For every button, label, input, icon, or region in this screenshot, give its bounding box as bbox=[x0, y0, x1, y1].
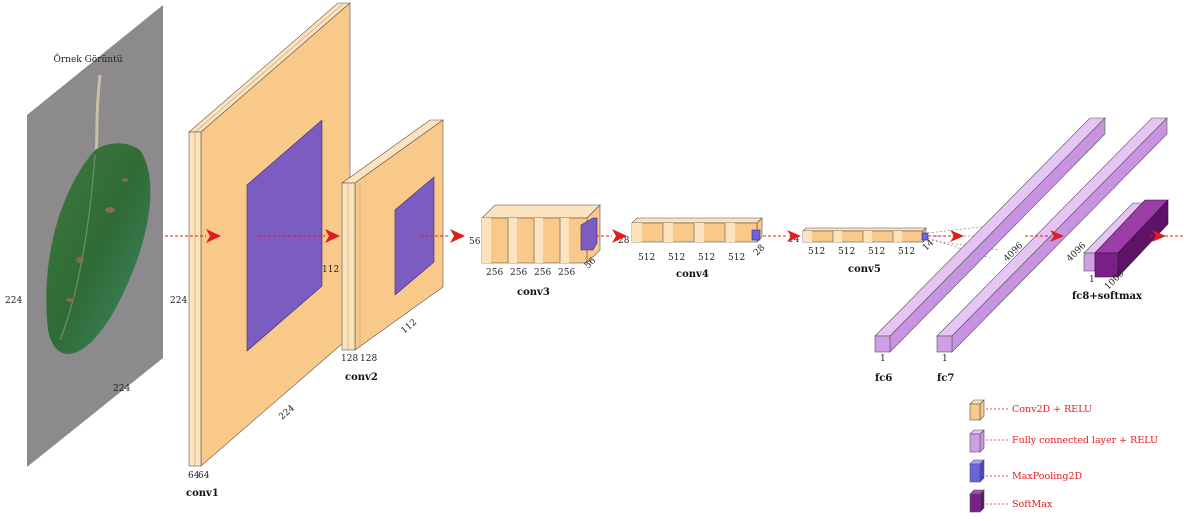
conv1-block bbox=[188, 2, 351, 467]
conv2-height-label: 112 bbox=[322, 265, 339, 275]
conv3-depth-label-2: 256 bbox=[510, 268, 527, 278]
fc8-depth-label: 1 bbox=[1089, 275, 1095, 285]
conv3-height-label: 56 bbox=[469, 237, 481, 247]
legend-conv-label: Conv2D + RELU bbox=[1012, 404, 1092, 415]
conv1-name: conv1 bbox=[186, 488, 219, 499]
legend-conv-item: Conv2D + RELU bbox=[969, 399, 1092, 421]
conv2-name: conv2 bbox=[345, 372, 378, 383]
conv1-depth-label-2: 64 bbox=[198, 471, 210, 481]
fc7-name: fc7 bbox=[937, 373, 954, 384]
legend-fc-item: Fully connected layer + RELU bbox=[969, 429, 1158, 453]
legend-softmax-item: SoftMax bbox=[969, 489, 1053, 513]
legend-pool-label: MaxPooling2D bbox=[1012, 471, 1083, 482]
conv4-width-label: 28 bbox=[752, 243, 767, 258]
conv3-block bbox=[481, 204, 601, 264]
input-image bbox=[27, 5, 163, 467]
conv4-depth-label-1: 512 bbox=[638, 253, 655, 263]
conv4-block bbox=[631, 217, 763, 243]
conv5-depth-label-4: 512 bbox=[898, 247, 915, 257]
conv5-depth-label-1: 512 bbox=[808, 247, 825, 257]
conv2-block bbox=[341, 119, 444, 351]
conv3-depth-label-3: 256 bbox=[534, 268, 551, 278]
connection-lines bbox=[927, 224, 999, 259]
conv1-width-label: 224 bbox=[277, 403, 297, 422]
conv3-name: conv3 bbox=[517, 287, 550, 298]
input-width-label: 224 bbox=[113, 384, 130, 394]
conv3-depth-label-4: 256 bbox=[558, 268, 575, 278]
conv3-depth-label-1: 256 bbox=[486, 268, 503, 278]
conv2-depth-label-1: 128 bbox=[341, 354, 358, 364]
fc6-block bbox=[874, 117, 1106, 353]
conv5-depth-label-3: 512 bbox=[868, 247, 885, 257]
input-height-label: 224 bbox=[5, 296, 22, 306]
fc8-block bbox=[1083, 199, 1169, 278]
conv4-depth-label-2: 512 bbox=[668, 253, 685, 263]
arrow-heads bbox=[206, 229, 1166, 243]
fc6-depth-label: 1 bbox=[880, 354, 886, 364]
conv4-height-label: 28 bbox=[618, 236, 630, 246]
legend-pool-item: MaxPooling2D bbox=[969, 459, 1083, 483]
conv1-height-label: 224 bbox=[170, 296, 187, 306]
fc6-name: fc6 bbox=[875, 373, 892, 384]
conv2-width-label: 112 bbox=[400, 318, 420, 337]
fc8-name: fc8+softmax bbox=[1072, 291, 1143, 302]
conv2-depth-label-2: 128 bbox=[360, 354, 377, 364]
conv4-depth-label-4: 512 bbox=[728, 253, 745, 263]
conv5-block bbox=[802, 227, 929, 243]
legend: Conv2D + RELU Fully connected layer + RE… bbox=[969, 399, 1158, 513]
conv5-name: conv5 bbox=[848, 264, 881, 275]
conv4-depth-label-3: 512 bbox=[698, 253, 715, 263]
conv1-depth-label-1: 64 bbox=[188, 471, 200, 481]
conv5-depth-label-2: 512 bbox=[838, 247, 855, 257]
input-caption: Örnek Görüntü bbox=[53, 53, 122, 65]
legend-softmax-label: SoftMax bbox=[1012, 499, 1053, 510]
conv4-name: conv4 bbox=[676, 269, 709, 280]
legend-fc-label: Fully connected layer + RELU bbox=[1012, 435, 1158, 446]
fc7-depth-label: 1 bbox=[942, 354, 948, 364]
conv5-height-label: 14 bbox=[788, 235, 800, 245]
